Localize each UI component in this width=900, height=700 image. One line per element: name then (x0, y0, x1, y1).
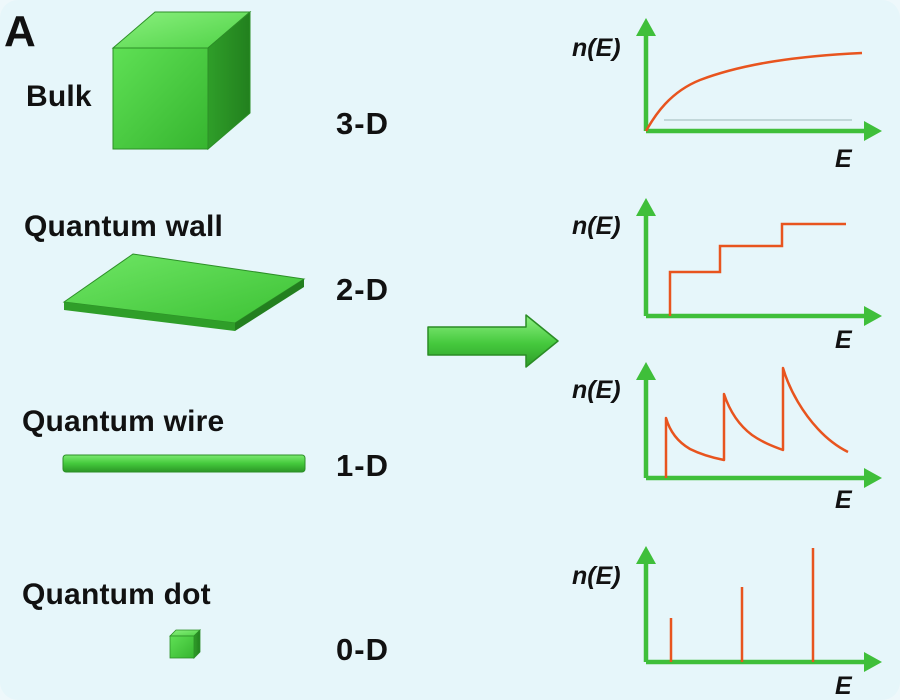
dos-graph-0d: n(E) E (572, 546, 882, 700)
graph-0d-x-label: E (835, 672, 853, 700)
quantum-wall-plate (62, 253, 306, 331)
graph-3d-y-label: n(E) (572, 34, 621, 62)
dos-graph-3d: n(E) E (572, 18, 882, 173)
dimension-2d: 2-D (336, 272, 389, 307)
graph-3d-x-label: E (835, 145, 853, 173)
dos-graph-2d: n(E) E (572, 198, 882, 354)
graph-2d-y-label: n(E) (572, 212, 621, 240)
graph-1d-x-label: E (835, 486, 853, 514)
quantum-wall-label: Quantum wall (24, 210, 224, 243)
dimension-1d: 1-D (336, 448, 389, 483)
bulk-cube (111, 10, 252, 151)
panel-letter: A (4, 7, 36, 56)
dos-graph-1d: n(E) E (572, 362, 882, 514)
bulk-label: Bulk (26, 80, 92, 113)
quantum-wire-label: Quantum wire (22, 405, 225, 438)
graph-2d-x-label: E (835, 326, 853, 354)
quantum-dot-cube (169, 629, 201, 659)
dimension-0d: 0-D (336, 632, 389, 667)
graph-1d-y-label: n(E) (572, 376, 621, 404)
right-arrow-icon (427, 314, 559, 368)
dimension-3d: 3-D (336, 106, 389, 141)
quantum-wire-rod (62, 454, 306, 473)
graph-0d-y-label: n(E) (572, 562, 621, 590)
quantum-dot-label: Quantum dot (22, 578, 211, 611)
